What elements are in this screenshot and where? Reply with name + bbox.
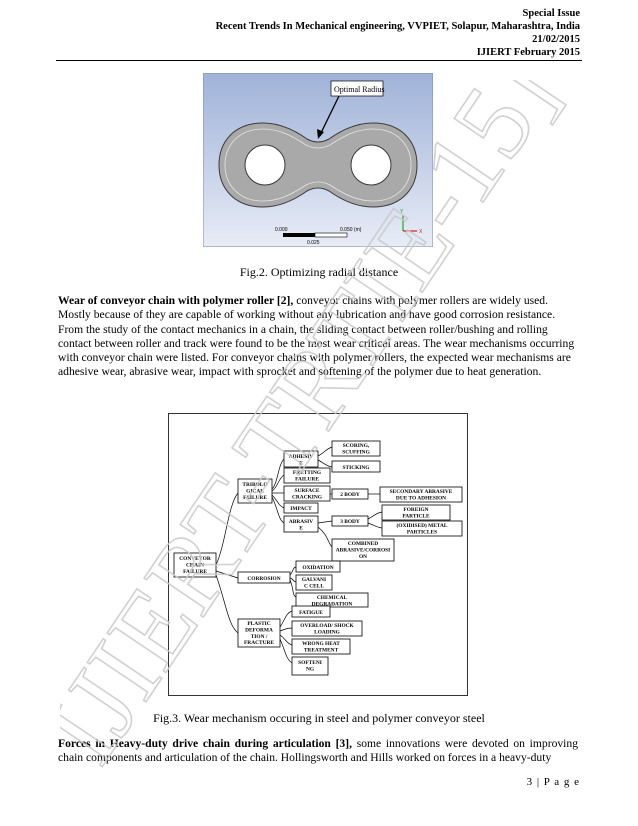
fig3-node-corrosion: CORROSION: [247, 576, 280, 582]
fig2-annotation-label: Optimal Radius: [334, 85, 384, 94]
header-journal: IJIERT February 2015: [476, 47, 580, 58]
fig3-node-fatigue: FATIGUE: [299, 610, 323, 616]
fig2-chain-link-image: Optimal Radius 0.000 0.050 (m) 0.025 Y X: [203, 73, 433, 247]
fig2-scale-left: 0.000: [275, 227, 288, 233]
fig3-caption: Fig.3. Wear mechanism occuring in steel …: [153, 711, 485, 725]
paragraph-heavy-duty-forces-title: Forces in Heavy-duty drive chain during …: [58, 737, 352, 750]
fig3-node-2-body: 2 BODY: [340, 492, 360, 498]
fig3-node-scoring: SCORING,SCUFFING: [342, 443, 370, 455]
paragraph-heavy-duty-forces-body: some innovations were devoted on improvi…: [58, 737, 578, 765]
paragraph-conveyor-wear-body: conveyor chains with polymer rollers are…: [58, 294, 575, 379]
fig2-axis-y: Y: [400, 209, 404, 215]
fig3-node-oxidation: OXIDATION: [302, 565, 333, 571]
header-issue: Special Issue: [522, 8, 580, 19]
header-rule: [56, 60, 582, 61]
fig2-scale-mid: 0.025: [307, 240, 320, 246]
paragraph-heavy-duty-forces: Forces in Heavy-duty drive chain during …: [58, 737, 578, 766]
page-number: 3 | P a g e: [526, 776, 580, 788]
fig2-scale-right: 0.050 (m): [340, 227, 362, 233]
fig3-node-impact: IMPACT: [290, 506, 312, 512]
header-date: 21/02/2015: [532, 34, 580, 45]
paragraph-conveyor-wear: Wear of conveyor chain with polymer roll…: [58, 294, 578, 380]
header-conference: Recent Trends In Mechanical engineering,…: [215, 21, 580, 32]
paragraph-conveyor-wear-title: Wear of conveyor chain with polymer roll…: [58, 294, 294, 307]
fig3-node-sticking: STICKING: [343, 465, 371, 471]
page-header: Special Issue Recent Trends In Mechanica…: [216, 7, 580, 59]
fig3-node-3-body: 3 BODY: [340, 519, 360, 525]
fig2-caption: Fig.2. Optimizing radial distance: [239, 265, 399, 279]
fig2-axis-x: X: [419, 229, 423, 235]
